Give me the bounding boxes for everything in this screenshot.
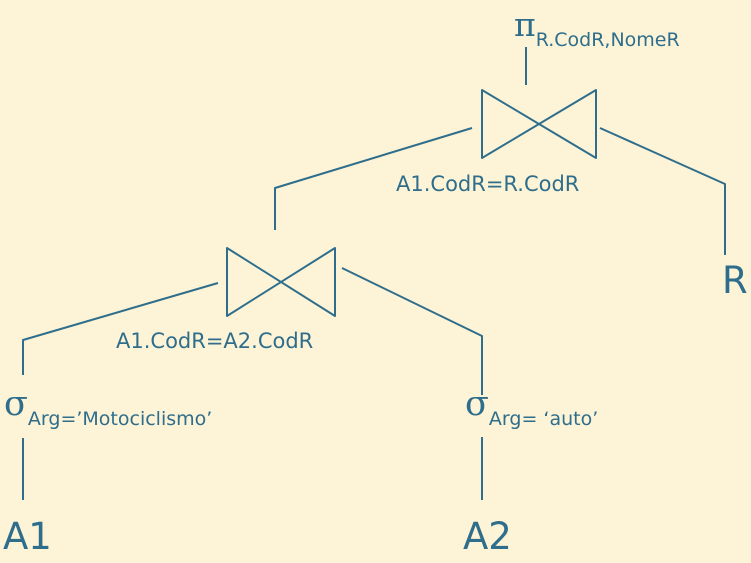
select-right-symbol: σ: [465, 384, 489, 424]
relation-a1: A1: [3, 515, 52, 558]
join-bottom-condition: A1.CodR=A2.CodR: [116, 329, 314, 353]
select-right-node: σArg= ‘auto’: [465, 384, 598, 429]
edge-join-top-left: [274, 127, 473, 230]
projection-node: πR.CodR,NomeR: [514, 5, 680, 50]
join-top-condition: A1.CodR=R.CodR: [396, 172, 580, 196]
bowtie-join-icon: [481, 89, 597, 159]
projection-symbol: π: [514, 5, 536, 44]
bowtie-join-icon: [226, 247, 336, 317]
edge-join-bottom-left: [22, 282, 219, 375]
relation-r: R: [722, 259, 748, 302]
select-left-condition: Arg=’Motociclismo’: [27, 408, 213, 430]
select-right-condition: Arg= ‘auto’: [488, 408, 599, 430]
projection-attributes: R.CodR,NomeR: [535, 29, 680, 51]
edge-join-top-right: [599, 127, 726, 255]
select-left-node: σArg=’Motociclismo’: [4, 384, 212, 429]
select-left-symbol: σ: [4, 384, 28, 424]
relation-a2: A2: [463, 515, 512, 558]
edge-join-bottom-right: [341, 267, 483, 395]
